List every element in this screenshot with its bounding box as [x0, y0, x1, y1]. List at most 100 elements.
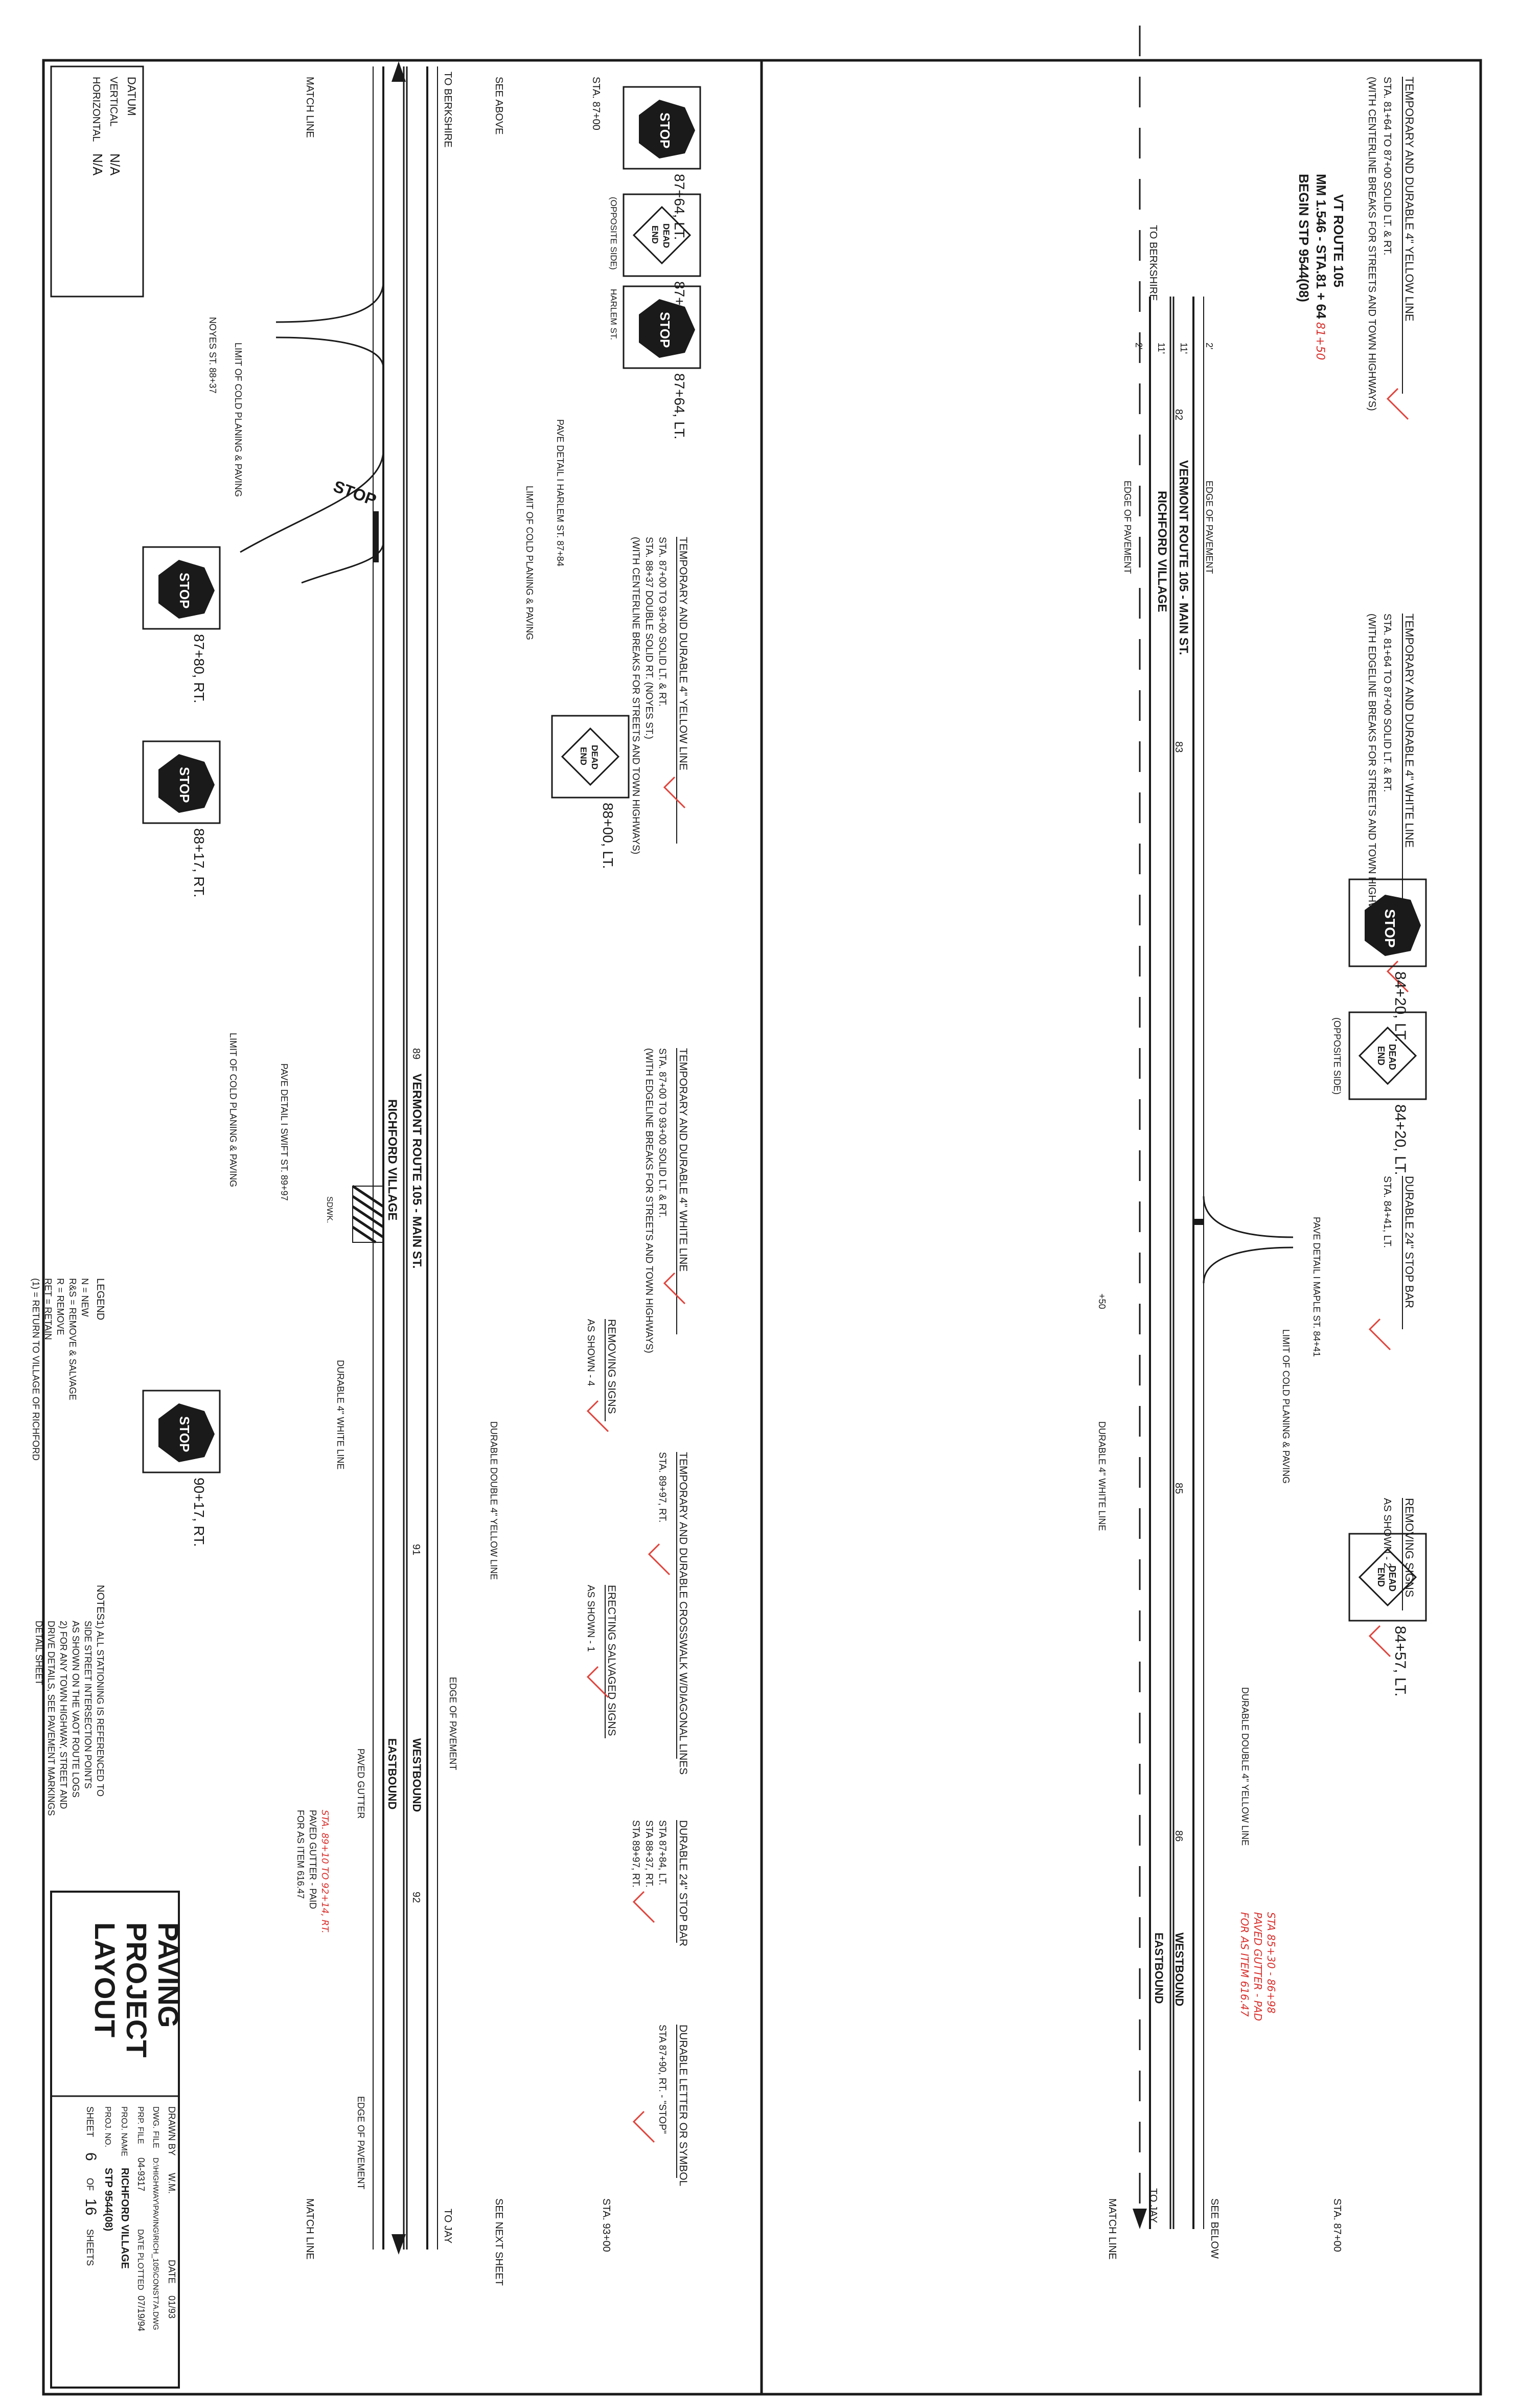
svg-text:DEAD: DEAD	[590, 745, 600, 769]
sign-label-90-17: 90+17, RT.	[191, 1478, 207, 1547]
bottom-durable-white: DURABLE 4" WHITE LINE	[335, 1360, 346, 1469]
sign-dead-end-84-57: DEAD END 84+57, LT.	[1348, 1533, 1427, 1697]
sheet-total: 16	[82, 2198, 99, 2215]
notes-title: NOTES:	[95, 1585, 106, 1623]
drawn-by: W.M.	[167, 2173, 177, 2194]
sheet-label: SHEET	[85, 2106, 95, 2137]
top-note-1-line2: (WITH CENTERLINE BREAKS FOR STREETS AND …	[1366, 77, 1377, 411]
top-note-1-line1: STA. 81+64 TO 87+00 SOLID LT. & RT.	[1382, 77, 1393, 255]
bot-note-2-l2: (WITH EDGELINE BREAKS FOR STREETS AND TO…	[643, 1048, 654, 1353]
svg-text:DEAD: DEAD	[1387, 1044, 1397, 1070]
title-line-1: PAVING	[152, 1922, 185, 2028]
bottom-limit-cold-2: LIMIT OF COLD PLANING & PAVING	[233, 343, 243, 497]
sign-stop-84-20: STOP 84+20, LT.	[1348, 878, 1427, 1042]
bot-note-2-title: TEMPORARY AND DURABLE 4" WHITE LINE	[677, 1048, 689, 1271]
check-mark	[663, 776, 686, 809]
station-85: 85	[1173, 1483, 1184, 1494]
check-mark	[632, 1891, 655, 1923]
datum-vertical: N/A	[107, 153, 123, 176]
bot-note-3-title: REMOVING SIGNS	[606, 1319, 617, 1414]
check-mark	[632, 2110, 655, 2143]
title-block: PAVING PROJECT LAYOUT DRAWN BY W.M. DATE…	[50, 1891, 185, 2389]
check-mark	[648, 1543, 671, 1576]
bot-note-1-l1: STA. 87+00 TO 93+00 SOLID LT. & RT.	[657, 537, 668, 707]
top-note-2-title: TEMPORARY AND DURABLE 4" WHITE LINE	[1403, 614, 1416, 848]
svg-text:DEAD: DEAD	[1387, 1565, 1397, 1592]
bot-note-1-l2: STA. 88+37 DOUBLE SOLID RT. (NOYES ST.)	[643, 537, 654, 739]
top-see-below: SEE BELOW	[1209, 2198, 1220, 2259]
bot-note-2-l1: STA. 87+00 TO 93+00 SOLID LT. & RT.	[657, 1048, 668, 1218]
paved-gutter-2: PAVED GUTTER - PAID	[308, 1810, 318, 1909]
top-road-name: VERMONT ROUTE 105 - MAIN ST.	[1177, 460, 1190, 655]
top-dim-11a: 11'	[1179, 343, 1189, 354]
bottom-match-line-2: MATCH LINE	[304, 2198, 315, 2260]
top-edge-pavement-2: EDGE OF PAVEMENT	[1122, 481, 1133, 574]
top-village: RICHFORD VILLAGE	[1155, 491, 1169, 612]
paved-gutter-3: FOR AS ITEM 616.47	[295, 1810, 306, 1899]
stop-text: STOP	[177, 1416, 192, 1452]
sign-label-87-80: 87+80, RT.	[191, 634, 207, 703]
legend-item: RET = RETAIN	[43, 1278, 53, 1340]
sign-label-88-17: 88+17, RT.	[191, 828, 207, 898]
svg-text:END: END	[650, 225, 660, 244]
top-dim-11b: 11'	[1156, 343, 1166, 354]
proj-no-label: PROJ. NO.	[103, 2106, 112, 2147]
bottom-limit-cold-1: LIMIT OF COLD PLANING & PAVING	[524, 486, 535, 640]
bot-note-4-title: TEMPORARY AND DURABLE CROSSWALK W/DIAGON…	[677, 1452, 689, 1775]
station-92: 92	[410, 1892, 422, 1903]
to-berkshire-top: TO BERKSHIRE	[1147, 225, 1159, 301]
notes-item: DETAIL SHEET	[34, 1621, 44, 1685]
top-note-2-line2: (WITH EDGELINE BREAKS FOR STREETS AND TO…	[1366, 614, 1377, 935]
top-durable-white: DURABLE 4" WHITE LINE	[1097, 1421, 1107, 1531]
sign-stop-87-80: STOP 87+80, RT.	[142, 546, 221, 703]
route-header-1: VT ROUTE 105	[1331, 194, 1346, 287]
bottom-plan: TO JAY TO BERKSHIRE VERMONT ROUTE 105 - …	[31, 61, 701, 2286]
title-line-3: LAYOUT	[89, 1922, 121, 2037]
top-eastbound: EASTBOUND	[1153, 1933, 1165, 2004]
datum-horizontal-label: HORIZONTAL	[90, 77, 102, 142]
bot-note-5-title: ERECTING SALVAGED SIGNS	[606, 1585, 617, 1736]
sdwk-label: SDWK.	[325, 1196, 334, 1223]
sign-label-84-20: 84+20, LT.	[1392, 971, 1409, 1042]
svg-text:END: END	[1376, 1568, 1386, 1587]
bottom-edge-pavement-1: EDGE OF PAVEMENT	[448, 1677, 458, 1770]
stop-text: STOP	[177, 767, 192, 803]
sign-dead-end-88-00: DEAD END 88+00, LT.	[551, 715, 630, 869]
bot-note-3-l1: AS SHOWN - 4	[585, 1319, 596, 1386]
svg-text:END: END	[579, 747, 588, 765]
svg-text:DEAD: DEAD	[661, 223, 671, 248]
prp-value: 04-9317	[136, 2157, 146, 2191]
proj-name: RICHFORD VILLAGE	[119, 2168, 130, 2269]
bottom-road-name: VERMONT ROUTE 105 - MAIN ST.	[410, 1074, 424, 1268]
bottom-eastbound: EASTBOUND	[386, 1738, 399, 1809]
bot-note-6-title: DURABLE 24" STOP BAR	[677, 1820, 689, 1946]
bot-note-1-title: TEMPORARY AND DURABLE 4" YELLOW LINE	[677, 537, 689, 770]
bot-note-7-title: DURABLE LETTER OR SYMBOL	[677, 2025, 689, 2186]
legend-item: (1) = RETURN TO VILLAGE OF RICHFORD	[31, 1278, 41, 1461]
top-edge-pavement-1: EDGE OF PAVEMENT	[1204, 481, 1214, 574]
opposite-side: (OPPOSITE SIDE)	[1332, 1017, 1342, 1095]
top-plus-50: +50	[1097, 1293, 1107, 1309]
harlem-detail: PAVE DETAIL I HARLEM ST. 87+84	[555, 419, 565, 566]
proj-no: STP 9544(08)	[103, 2168, 114, 2231]
route-header-3: BEGIN STP 9544(08)	[1296, 174, 1311, 302]
datum-title: DATUM	[125, 77, 138, 116]
top-dim-2a: 2'	[1204, 343, 1214, 349]
legend-item: R&S = REMOVE & SALVAGE	[67, 1278, 78, 1400]
datum-horizontal: N/A	[90, 153, 105, 176]
sign-stop-88-17: STOP 88+17, RT.	[142, 740, 221, 898]
legend-title: LEGEND	[95, 1278, 106, 1320]
to-jay-bottom: TO JAY	[442, 2209, 453, 2243]
harlem-street-sign: HARLEM ST.	[609, 289, 618, 340]
route-header-2: MM 1.546 - STA.81 + 64	[1314, 174, 1329, 319]
noyes-label: NOYES ST. 88+37	[208, 317, 218, 394]
bottom-sta-93: STA. 93+00	[601, 2198, 612, 2252]
check-mark	[663, 1272, 686, 1305]
sign-stop-90-17: STOP 90+17, RT.	[142, 1390, 221, 1547]
swift-detail: PAVE DETAIL I SWIFT ST. 89+97	[279, 1063, 289, 1201]
notes-item: 2) FOR ANY TOWN HIGHWAY, STREET AND	[58, 1621, 68, 1809]
station-91: 91	[410, 1544, 422, 1555]
paved-gutter-label: PAVED GUTTER	[356, 1748, 366, 1819]
sign-label-87-64b: 87+64, LT.	[672, 373, 687, 439]
